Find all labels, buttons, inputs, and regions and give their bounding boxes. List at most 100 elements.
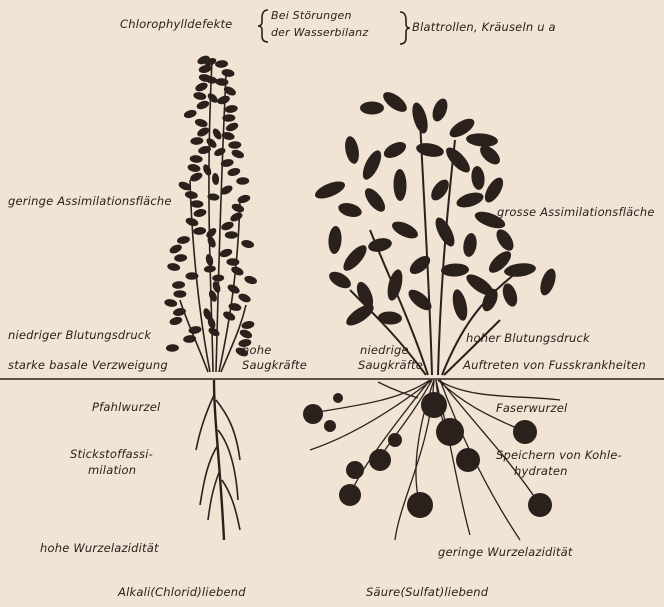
- leaf: [224, 104, 238, 114]
- label-alkali-liebend: Alkali(Chlorid)liebend: [118, 585, 246, 599]
- leaf: [236, 177, 249, 185]
- leaf: [361, 185, 388, 215]
- leaf: [328, 226, 343, 255]
- leaf: [221, 68, 235, 78]
- leaf: [465, 132, 498, 148]
- leaf: [240, 239, 254, 249]
- leaf: [183, 109, 198, 120]
- leaf: [172, 307, 186, 317]
- leaf: [407, 252, 434, 277]
- leaf: [168, 243, 183, 255]
- leaf: [537, 267, 558, 298]
- label-grosse-assimilation: grosse Assimilationsfläche: [497, 205, 655, 219]
- label-stickstoff-1: Stickstoffassi-: [70, 447, 153, 461]
- leaf: [390, 218, 421, 242]
- leaf: [500, 282, 520, 309]
- label-niedriger-blutungsdruck: niedriger Blutungsdruck: [8, 328, 151, 342]
- leaf: [230, 265, 245, 277]
- label-speichern-2: hydraten: [514, 464, 568, 478]
- leaf: [442, 144, 473, 176]
- label-hoher-blutungsdruck: hoher Blutungsdruck: [466, 331, 590, 345]
- leaf: [470, 165, 485, 190]
- leaf: [381, 139, 408, 161]
- leaf: [211, 173, 219, 186]
- label-saeure-liebend: Säure(Sulfat)liebend: [366, 585, 488, 599]
- leaf: [360, 102, 384, 115]
- left-plant-taproot: [196, 380, 240, 540]
- label-basale-verzweigung: starke basale Verzweigung: [8, 358, 168, 372]
- leaf: [409, 101, 430, 135]
- leaf: [196, 126, 211, 139]
- leaf: [189, 155, 202, 163]
- leaf: [194, 81, 209, 93]
- label-pfahlwurzel: Pfahlwurzel: [92, 400, 160, 414]
- leaf: [215, 78, 228, 86]
- leaf: [393, 169, 407, 201]
- label-stickstoff-2: milation: [88, 463, 136, 477]
- leaf: [174, 254, 187, 262]
- leaf: [228, 141, 241, 149]
- leaf: [450, 288, 470, 322]
- leaf: [212, 274, 224, 281]
- label-geringe-wurzelaziditaet: geringe Wurzelazidität: [438, 545, 573, 559]
- leaf: [230, 202, 245, 214]
- leaf: [237, 292, 252, 304]
- label-niedrige-saugkraefte-1: niedrige: [360, 343, 409, 357]
- label-stoerungen-line2: der Wasserbilanz: [271, 26, 368, 39]
- leaf: [229, 211, 244, 224]
- label-hohe-saugkraefte-2: Saugkräfte: [242, 358, 307, 372]
- leaf: [185, 272, 198, 280]
- label-fusskrankheiten: Auftreten von Fusskrankheiten: [463, 358, 646, 372]
- leaf: [187, 163, 201, 173]
- leaf: [211, 127, 223, 141]
- leaf: [167, 262, 181, 272]
- leaf: [169, 316, 184, 327]
- leaf: [441, 263, 469, 277]
- label-niedrige-saugkraefte-2: Saugkräfte: [358, 358, 423, 372]
- leaf: [166, 344, 179, 352]
- leaf: [481, 175, 507, 206]
- leaf: [343, 135, 361, 165]
- leaf: [503, 262, 536, 279]
- top-brace-left: [258, 10, 268, 42]
- leaf: [205, 253, 215, 266]
- leaf: [204, 265, 217, 273]
- leaf: [213, 146, 227, 157]
- label-stoerungen-line1: Bei Störungen: [271, 9, 352, 22]
- leaf: [343, 301, 377, 330]
- leaf: [430, 96, 451, 123]
- leaf: [176, 235, 190, 245]
- leaf: [455, 190, 486, 211]
- leaf: [415, 141, 445, 159]
- leaf: [243, 274, 258, 285]
- leaf: [185, 216, 200, 227]
- leaf: [241, 320, 255, 330]
- leaf: [367, 236, 393, 254]
- leaf: [226, 258, 239, 266]
- top-brace-right: [400, 12, 410, 44]
- leaf: [326, 268, 353, 291]
- leaf: [380, 88, 410, 115]
- leaf: [230, 148, 245, 160]
- leaf: [225, 231, 238, 239]
- leaf: [359, 148, 385, 182]
- leaf: [340, 242, 371, 275]
- leaf: [173, 290, 186, 298]
- leaf: [225, 121, 240, 133]
- leaf: [193, 208, 207, 218]
- leaf: [313, 178, 348, 202]
- leaf: [219, 247, 234, 258]
- leaf: [193, 91, 207, 101]
- leaf: [238, 328, 253, 340]
- leaf: [189, 171, 204, 183]
- leaf: [493, 226, 517, 253]
- leaf: [172, 281, 185, 289]
- leaf: [193, 227, 207, 236]
- label-blattrollen: Blattrollen, Kräuseln u a: [412, 20, 556, 34]
- leaf: [194, 118, 209, 129]
- leaf: [337, 201, 364, 220]
- leaf: [227, 167, 241, 178]
- label-geringe-assimilation: geringe Assimilationsfläche: [8, 194, 172, 208]
- leaf: [190, 200, 203, 208]
- leaf: [190, 137, 203, 145]
